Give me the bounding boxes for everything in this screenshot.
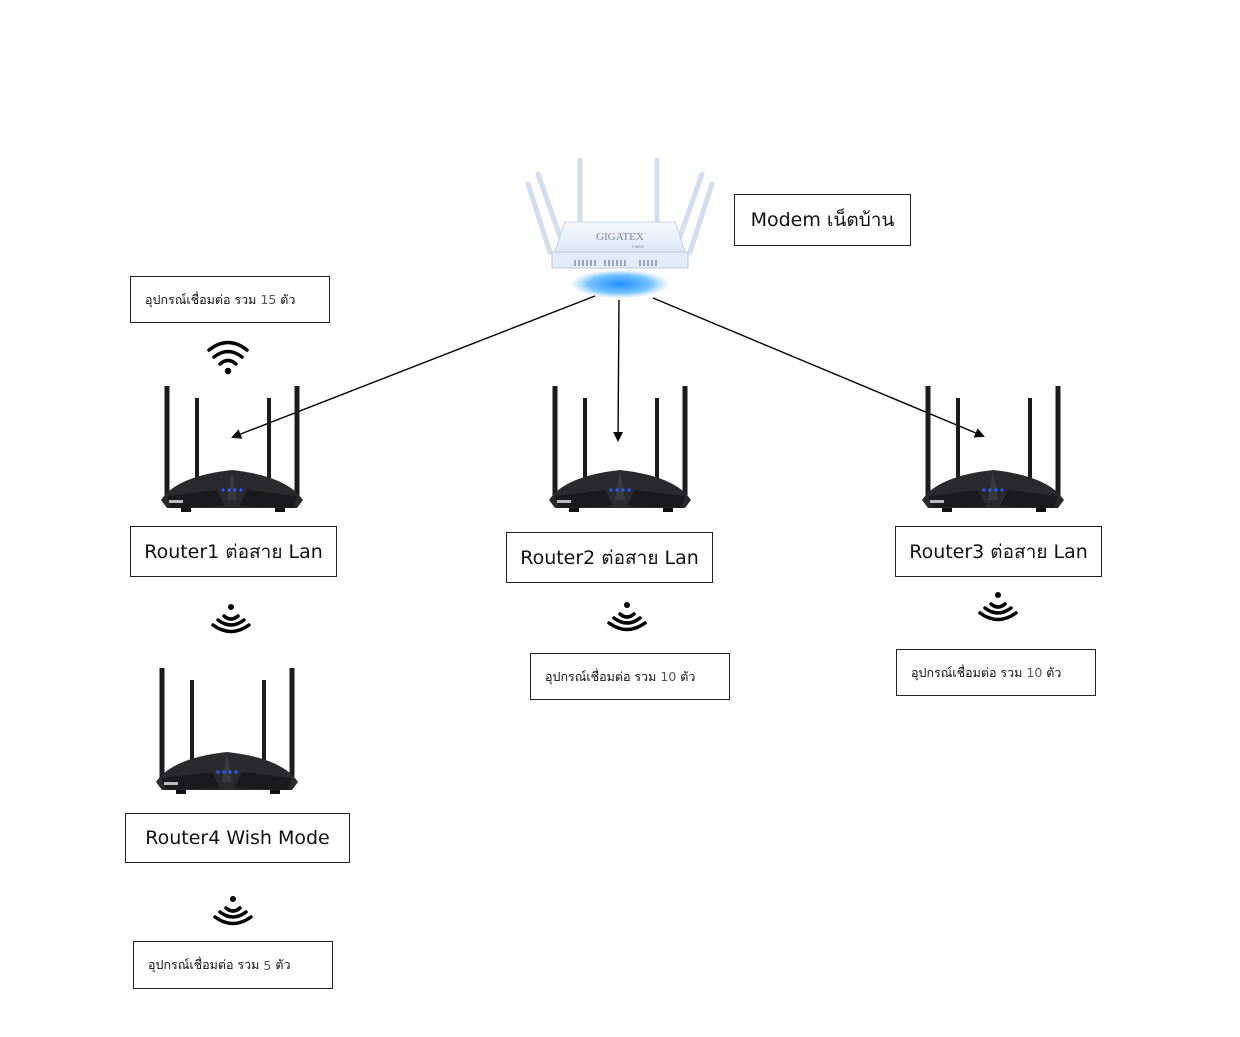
router4-label: Router4 Wish Mode <box>145 827 330 849</box>
router2-label-box: Router2 ต่อสาย Lan <box>506 532 713 583</box>
arrow-modem-router1 <box>231 295 596 439</box>
router1-devices-box: อุปกรณ์เชื่อมต่อ รวม 15 ตัว <box>130 276 330 323</box>
devices-prefix: อุปกรณ์เชื่อมต่อ รวม <box>145 291 257 307</box>
router3-label-box: Router3 ต่อสาย Lan <box>895 526 1102 577</box>
devices-suffix: ตัว <box>275 957 291 972</box>
devices-count: 15 <box>260 292 277 307</box>
modem-vents <box>574 260 657 266</box>
devices-count: 5 <box>263 957 272 973</box>
router4-device <box>152 660 304 796</box>
router2-label: Router2 ต่อสาย Lan <box>520 546 699 569</box>
devices-count: 10 <box>660 669 677 684</box>
modem-brand: GIGATEX <box>596 231 644 243</box>
wifi-broadcast-icon <box>978 591 1018 622</box>
router3-device <box>918 378 1070 514</box>
devices-suffix: ตัว <box>280 291 296 307</box>
devices-suffix: ตัว <box>1046 664 1062 680</box>
router3-label: Router3 ต่อสาย Lan <box>909 540 1088 563</box>
modem-device: GIGATEX FIBER <box>525 157 715 298</box>
devices-count: 10 <box>1026 665 1043 680</box>
router1-device <box>157 378 309 514</box>
router3-devices-box: อุปกรณ์เชื่อมต่อ รวม 10 ตัว <box>896 649 1096 696</box>
devices-suffix: ตัว <box>680 668 696 684</box>
devices-prefix: อุปกรณ์เชื่อมต่อ รวม <box>911 664 1023 680</box>
router2-devices-box: อุปกรณ์เชื่อมต่อ รวม 10 ตัว <box>530 653 730 700</box>
arrow-modem-router2 <box>613 299 624 442</box>
router4-devices-box: อุปกรณ์เชื่อมต่อ รวม 5 ตัว <box>133 941 333 989</box>
router4-label-box: Router4 Wish Mode <box>125 813 350 863</box>
modem-label-box: Modem เน็ตบ้าน <box>734 194 911 246</box>
wifi-broadcast-icon <box>213 895 253 926</box>
modem-label: Modem เน็ตบ้าน <box>750 209 895 231</box>
wifi-broadcast-icon <box>607 601 647 632</box>
router1-label: Router1 ต่อสาย Lan <box>144 540 323 563</box>
wifi-icon <box>207 340 249 375</box>
devices-prefix: อุปกรณ์เชื่อมต่อ รวม <box>148 957 260 972</box>
modem-sub-brand: FIBER <box>632 244 644 249</box>
modem-antennas <box>525 157 715 255</box>
router1-label-box: Router1 ต่อสาย Lan <box>130 526 337 577</box>
devices-prefix: อุปกรณ์เชื่อมต่อ รวม <box>545 668 657 684</box>
wifi-broadcast-icon <box>211 603 251 634</box>
router2-device <box>545 378 697 514</box>
modem-glow <box>572 270 668 298</box>
